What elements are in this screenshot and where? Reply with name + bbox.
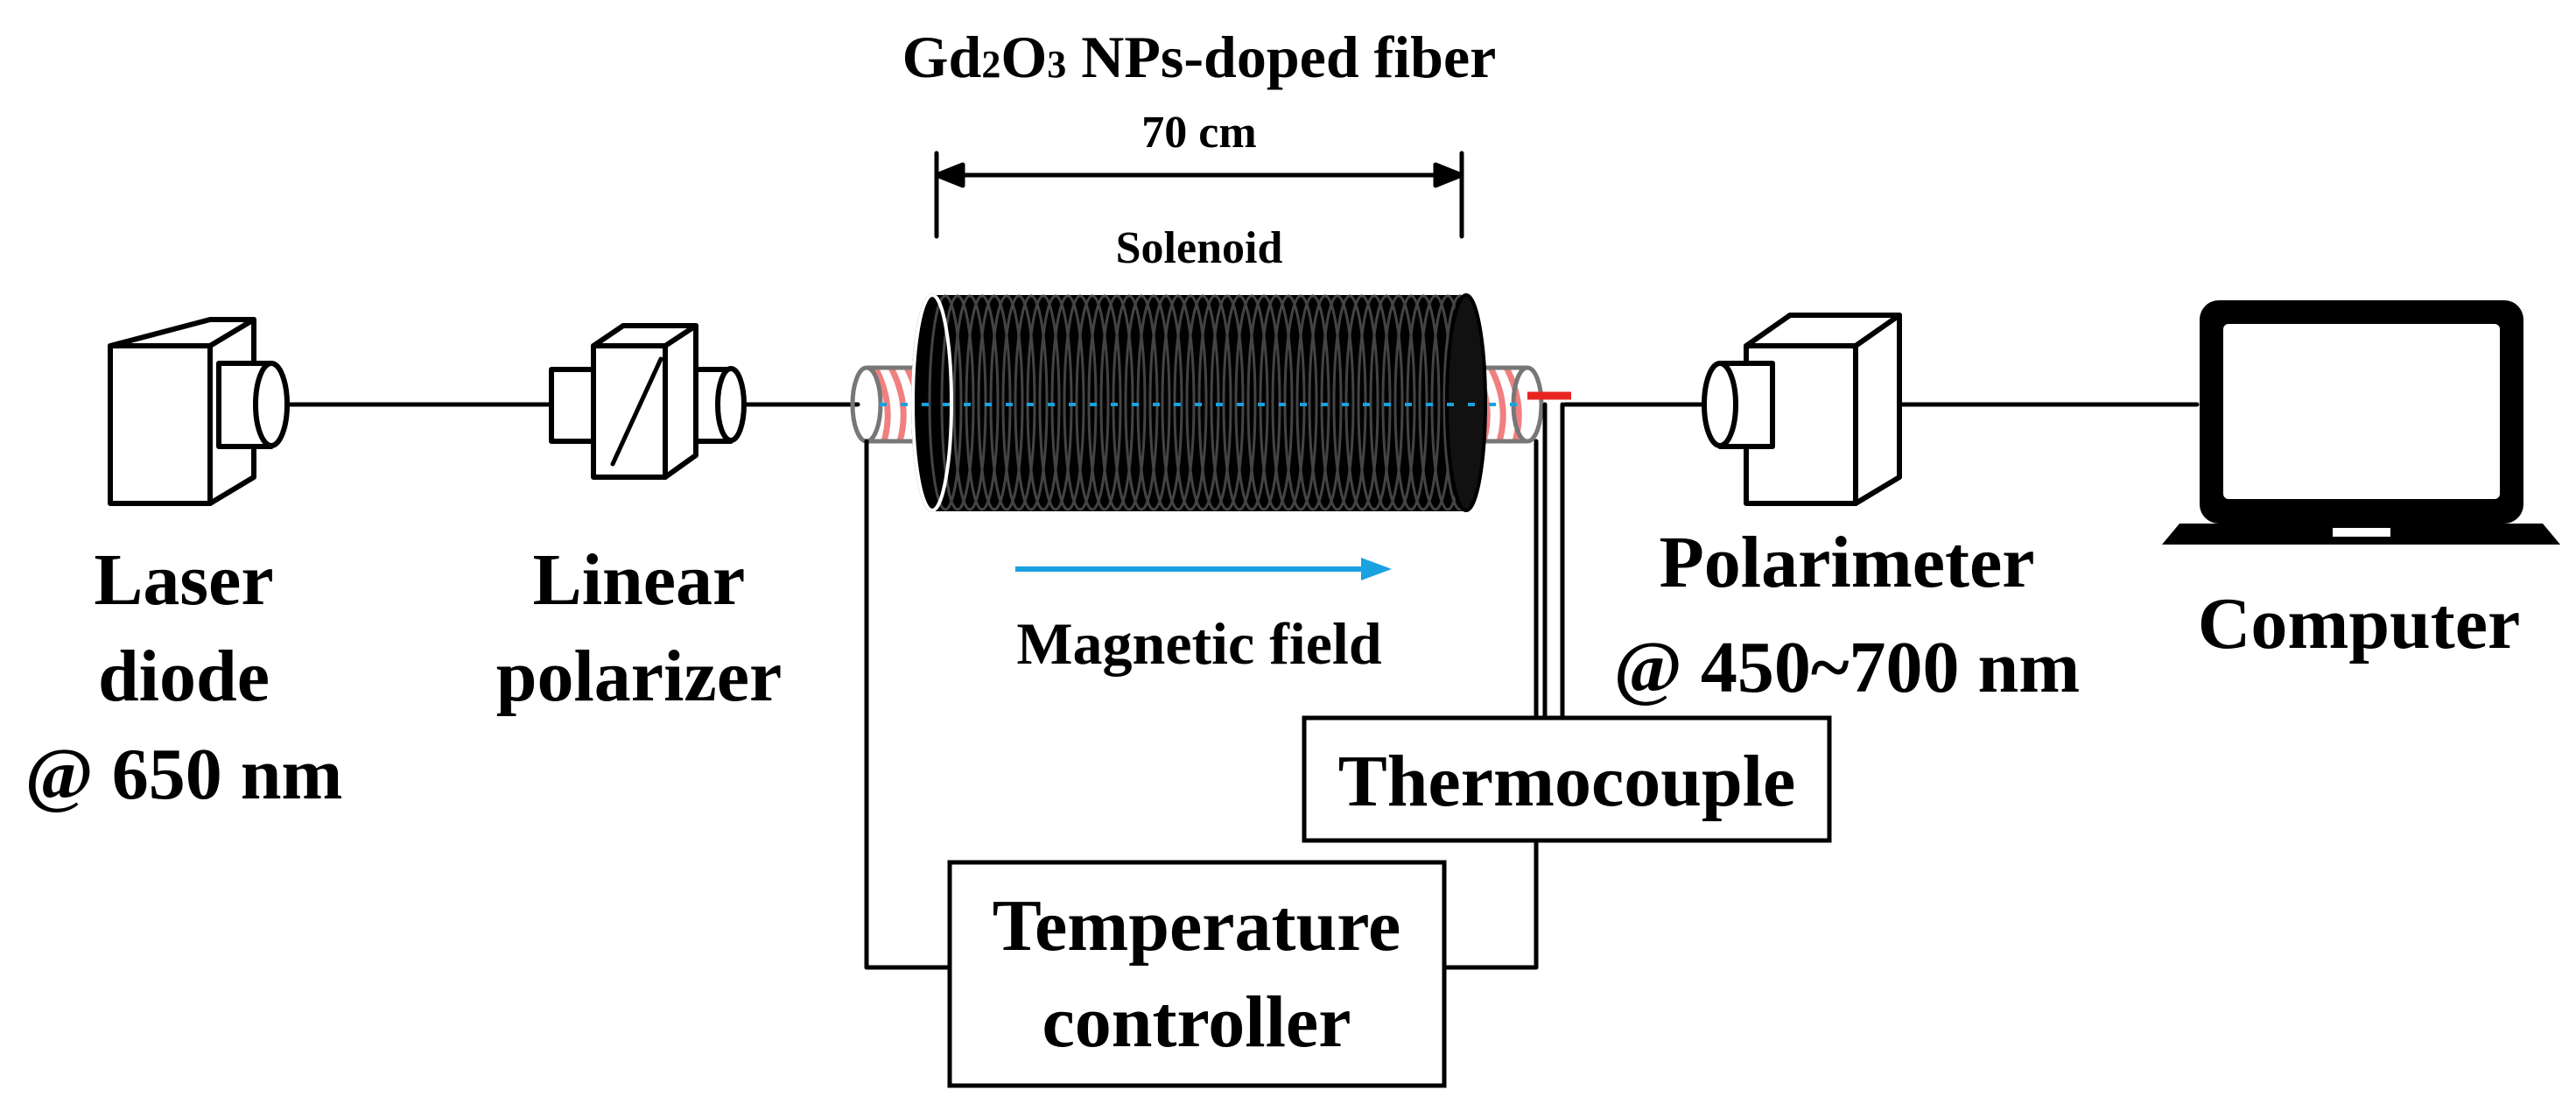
solenoid-icon [880, 293, 1523, 512]
computer-label: Computer [2198, 583, 2521, 664]
solenoid-winding [1075, 294, 1110, 511]
thermocouple-label: Thermocouple [1338, 741, 1796, 822]
control-wiring [864, 402, 1565, 970]
solenoid-winding [1087, 294, 1122, 511]
coil-turn [1487, 366, 1506, 442]
magnetic-field-label: Magnetic field [1016, 610, 1382, 677]
solenoid-winding [1161, 294, 1196, 511]
temperature-controller-line2: controller [1042, 981, 1351, 1063]
computer-icon [2162, 300, 2560, 545]
solenoid-winding [1308, 294, 1343, 511]
solenoid-label: Solenoid [1116, 223, 1283, 273]
solenoid-winding [940, 294, 975, 511]
solenoid-winding [1148, 294, 1183, 511]
solenoid-winding [1381, 294, 1416, 511]
fiber-title: Gd2O3 NPs-doped fiber [902, 24, 1497, 90]
solenoid-winding [1369, 294, 1404, 511]
polarimeter-label-line2: @ 450~700 nm [1614, 627, 2081, 708]
polarizer-label-line1: Linear [533, 539, 746, 621]
solenoid-winding [1295, 294, 1330, 511]
solenoid-winding [928, 294, 963, 511]
polarimeter-label-line1: Polarimeter [1659, 522, 2034, 603]
polarizer-label-line2: polarizer [496, 636, 783, 717]
laser-label-line2: diode [98, 636, 270, 717]
polarimeter-icon [1702, 313, 1902, 506]
solenoid-winding [1001, 294, 1036, 511]
coil-turn [872, 366, 891, 442]
temperature-controller-line1: Temperature [993, 885, 1401, 967]
solenoid-winding [1014, 294, 1049, 511]
solenoid-winding [1234, 294, 1269, 511]
thermocouple-box [1302, 715, 1832, 843]
laser-label-line1: Laser [94, 539, 273, 621]
temperature-controller-box [947, 860, 1447, 1088]
laser-label-line3: @ 650 nm [25, 734, 343, 815]
magnetic-field-arrow [1015, 558, 1392, 580]
laser-diode-icon [108, 317, 290, 506]
solenoid-winding [1222, 294, 1257, 511]
length-dimension [934, 151, 1464, 239]
linear-polarizer-icon [549, 323, 747, 480]
fiber-length-label: 70 cm [1141, 108, 1256, 158]
